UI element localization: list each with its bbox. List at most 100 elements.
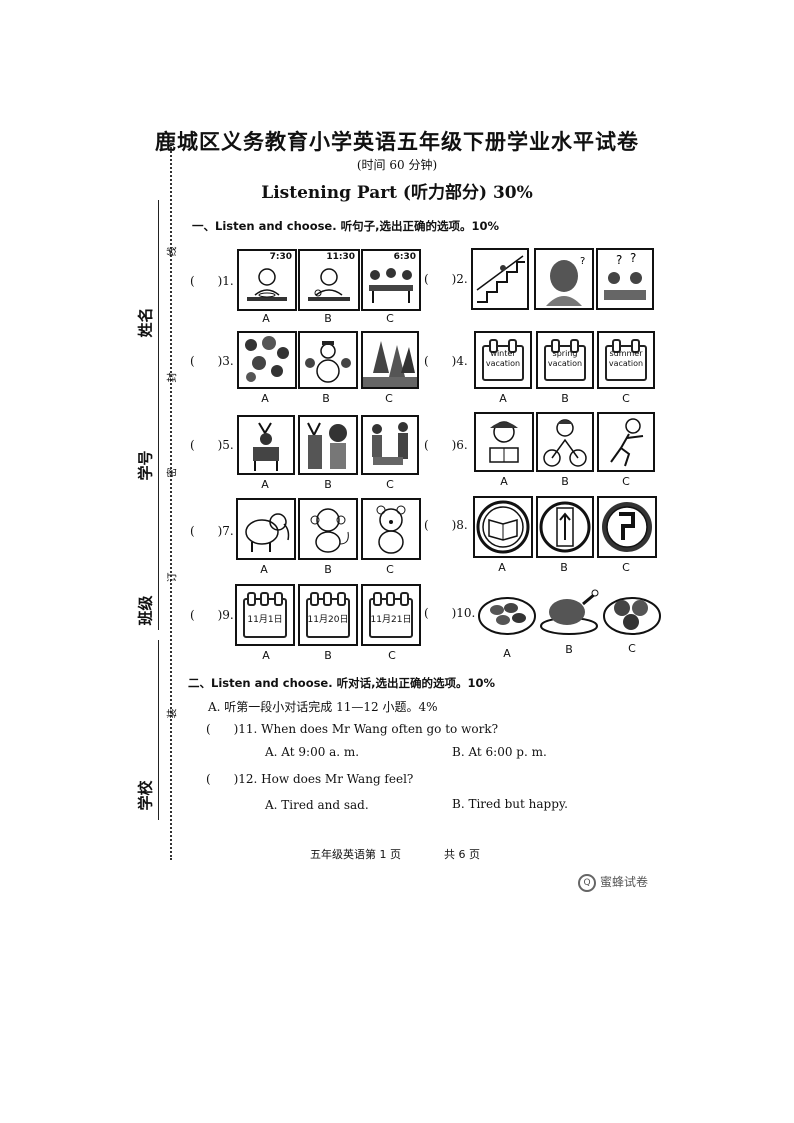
q9-label-a: A: [262, 649, 270, 662]
field-name-label: 姓名: [136, 307, 155, 338]
q7-label-b: B: [324, 563, 332, 576]
q2-option-b-image: ?: [534, 248, 594, 310]
answer-blank-10[interactable]: ( )10.: [424, 606, 476, 620]
turn-sign-icon: [602, 502, 652, 552]
answer-blank-5[interactable]: ( )5.: [190, 438, 234, 452]
q2-option-a-image: [471, 248, 529, 310]
answer-blank-3[interactable]: ( )3.: [190, 354, 234, 368]
hair-back-icon: ?: [546, 256, 585, 306]
binding-line-mid: [158, 350, 159, 490]
lunch-icon: [308, 268, 350, 301]
answer-blank-12[interactable]: ( ): [206, 772, 239, 786]
q8-option-a-image: [473, 496, 533, 558]
answer-blank-11[interactable]: ( ): [206, 722, 239, 736]
q3-option-b-image: [298, 331, 358, 389]
binding-dotted-line: [170, 140, 172, 860]
q3-label-b: B: [322, 392, 330, 405]
binding-line-bottom: [158, 640, 159, 820]
q9-option-c-image: 11月21日: [361, 584, 421, 646]
section2-heading: 二、Listen and choose. 听对话,选出正确的选项。10%: [188, 676, 496, 690]
answer-blank-9[interactable]: ( )9.: [190, 608, 234, 622]
q1-option-a-image: 7:30: [237, 249, 297, 311]
question-11-text: When does Mr Wang often go to work?: [261, 722, 499, 736]
q11-option-b: B. At 6:00 p. m.: [452, 745, 547, 759]
svg-text:?: ?: [616, 253, 622, 267]
answer-blank-4[interactable]: ( )4.: [424, 354, 468, 368]
q6-label-a: A: [500, 475, 508, 488]
binding-mark-bind: 装: [167, 708, 179, 719]
q6-label-b: B: [561, 475, 569, 488]
q6-label-c: C: [622, 475, 630, 488]
q5-option-a-image: [237, 415, 295, 475]
binding-mark-seal: 封: [167, 372, 179, 383]
question-12-text: How does Mr Wang feel?: [261, 772, 414, 786]
q1-option-c-image: 6:30: [361, 249, 421, 311]
q8-label-c: C: [622, 561, 630, 574]
q10-option-a-image: [475, 580, 539, 640]
svg-text:?: ?: [630, 251, 636, 265]
q9-option-a-image: 11月1日: [235, 584, 295, 646]
q3-label-a: A: [261, 392, 269, 405]
page-number: 五年级英语第 1 页: [310, 848, 401, 861]
time-note: (时间 60 分钟): [356, 158, 438, 172]
q8-option-c-image: [597, 496, 657, 558]
binding-mark-secret: 密: [167, 467, 179, 478]
q9-label-b: B: [324, 649, 332, 662]
q9-label-c: C: [388, 649, 396, 662]
family-horse-icon: [372, 422, 408, 465]
forest-icon: [363, 341, 417, 387]
monkey-icon: [310, 508, 349, 553]
field-class-label: 班级: [136, 595, 155, 626]
stairs-icon: [476, 255, 525, 303]
calendar-icon: [482, 339, 524, 381]
q5-label-a: A: [261, 478, 269, 491]
cycling-boy-icon: [543, 419, 587, 467]
snowman-icon: [305, 341, 351, 383]
q8-option-b-image: [536, 496, 594, 558]
calendar-icon: [243, 592, 287, 638]
q10-label-b: B: [565, 643, 573, 656]
q4-label-b: B: [561, 392, 569, 405]
one-way-sign-icon: [539, 501, 591, 553]
q4-label-c: C: [622, 392, 630, 405]
q4-option-a-image: winter vacation: [474, 331, 532, 389]
question-12-row: ( )12. How does Mr Wang feel?: [206, 772, 414, 786]
mooncakes-icon: [603, 597, 661, 635]
section2-part-a: A. 听第一段小对话完成 11—12 小题。4%: [208, 700, 438, 714]
q2-option-c-image: ? ?: [596, 248, 654, 310]
calendar-icon: [306, 592, 350, 638]
listening-title: Listening Part (听力部分) 30%: [261, 183, 533, 203]
question-people-icon: ? ?: [604, 251, 646, 300]
horse-rider-icon: [253, 422, 279, 471]
question-11-row: ( )11. When does Mr Wang often go to wor…: [206, 722, 499, 736]
running-boy-icon: [610, 418, 644, 467]
q4-option-c-image: summer vacation: [597, 331, 655, 389]
field-school-label: 学校: [136, 780, 155, 811]
q10-label-c: C: [628, 642, 636, 655]
q1-label-c: C: [386, 312, 394, 325]
q8-label-b: B: [560, 561, 568, 574]
breakfast-icon: [247, 268, 287, 301]
q1-label-a: A: [262, 312, 270, 325]
section1-heading: 一、Listen and choose. 听句子,选出正确的选项。10%: [192, 219, 500, 233]
bear-icon: [376, 505, 406, 554]
field-number-label: 学号: [136, 450, 155, 481]
girls-horse-icon: [307, 422, 347, 469]
q3-label-c: C: [385, 392, 393, 405]
q1-label-b: B: [324, 312, 332, 325]
q6-option-b-image: [536, 412, 594, 472]
q11-option-a: A. At 9:00 a. m.: [265, 745, 360, 759]
answer-blank-6[interactable]: ( )6.: [424, 438, 468, 452]
answer-blank-8[interactable]: ( )8.: [424, 518, 468, 532]
q7-label-c: C: [386, 563, 394, 576]
q7-label-a: A: [260, 563, 268, 576]
q4-option-b-image: spring vacation: [536, 331, 594, 389]
calendar-icon: [605, 339, 647, 381]
answer-blank-1[interactable]: ( )1.: [190, 274, 234, 288]
answer-blank-2[interactable]: ( )2.: [424, 272, 468, 286]
answer-blank-7[interactable]: ( )7.: [190, 524, 234, 538]
q7-option-a-image: [236, 498, 296, 560]
calendar-icon: [544, 339, 586, 381]
q5-option-c-image: [361, 415, 419, 475]
